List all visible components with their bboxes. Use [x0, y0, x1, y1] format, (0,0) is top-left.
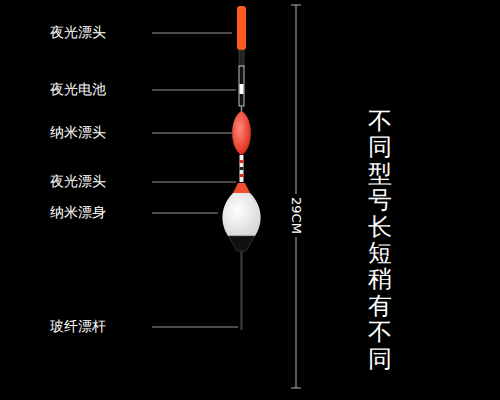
- battery: [239, 66, 244, 106]
- fiberglass-stem: [240, 251, 243, 330]
- part-name: 夜光电池: [50, 81, 106, 99]
- part-name: 纳米漂身: [50, 204, 106, 222]
- battery-band: [240, 84, 244, 94]
- nano-body: [222, 193, 260, 236]
- part-name: 纳米漂头: [50, 124, 106, 142]
- part-name: 玻纤漂杆: [50, 318, 106, 336]
- part-name: 夜光漂头: [50, 24, 106, 42]
- stripe-section: [240, 155, 244, 182]
- dimension-label: 29CM: [287, 194, 306, 237]
- body-base: [228, 236, 255, 251]
- part-name: 夜光漂头: [50, 173, 106, 191]
- lower-light-cone: [233, 183, 250, 193]
- leader-lines: [152, 33, 238, 327]
- side-note: 不同型号长短稍有不同: [368, 108, 392, 372]
- connector: [239, 50, 244, 66]
- night-light-tip: [237, 6, 246, 50]
- nano-head: [232, 111, 251, 155]
